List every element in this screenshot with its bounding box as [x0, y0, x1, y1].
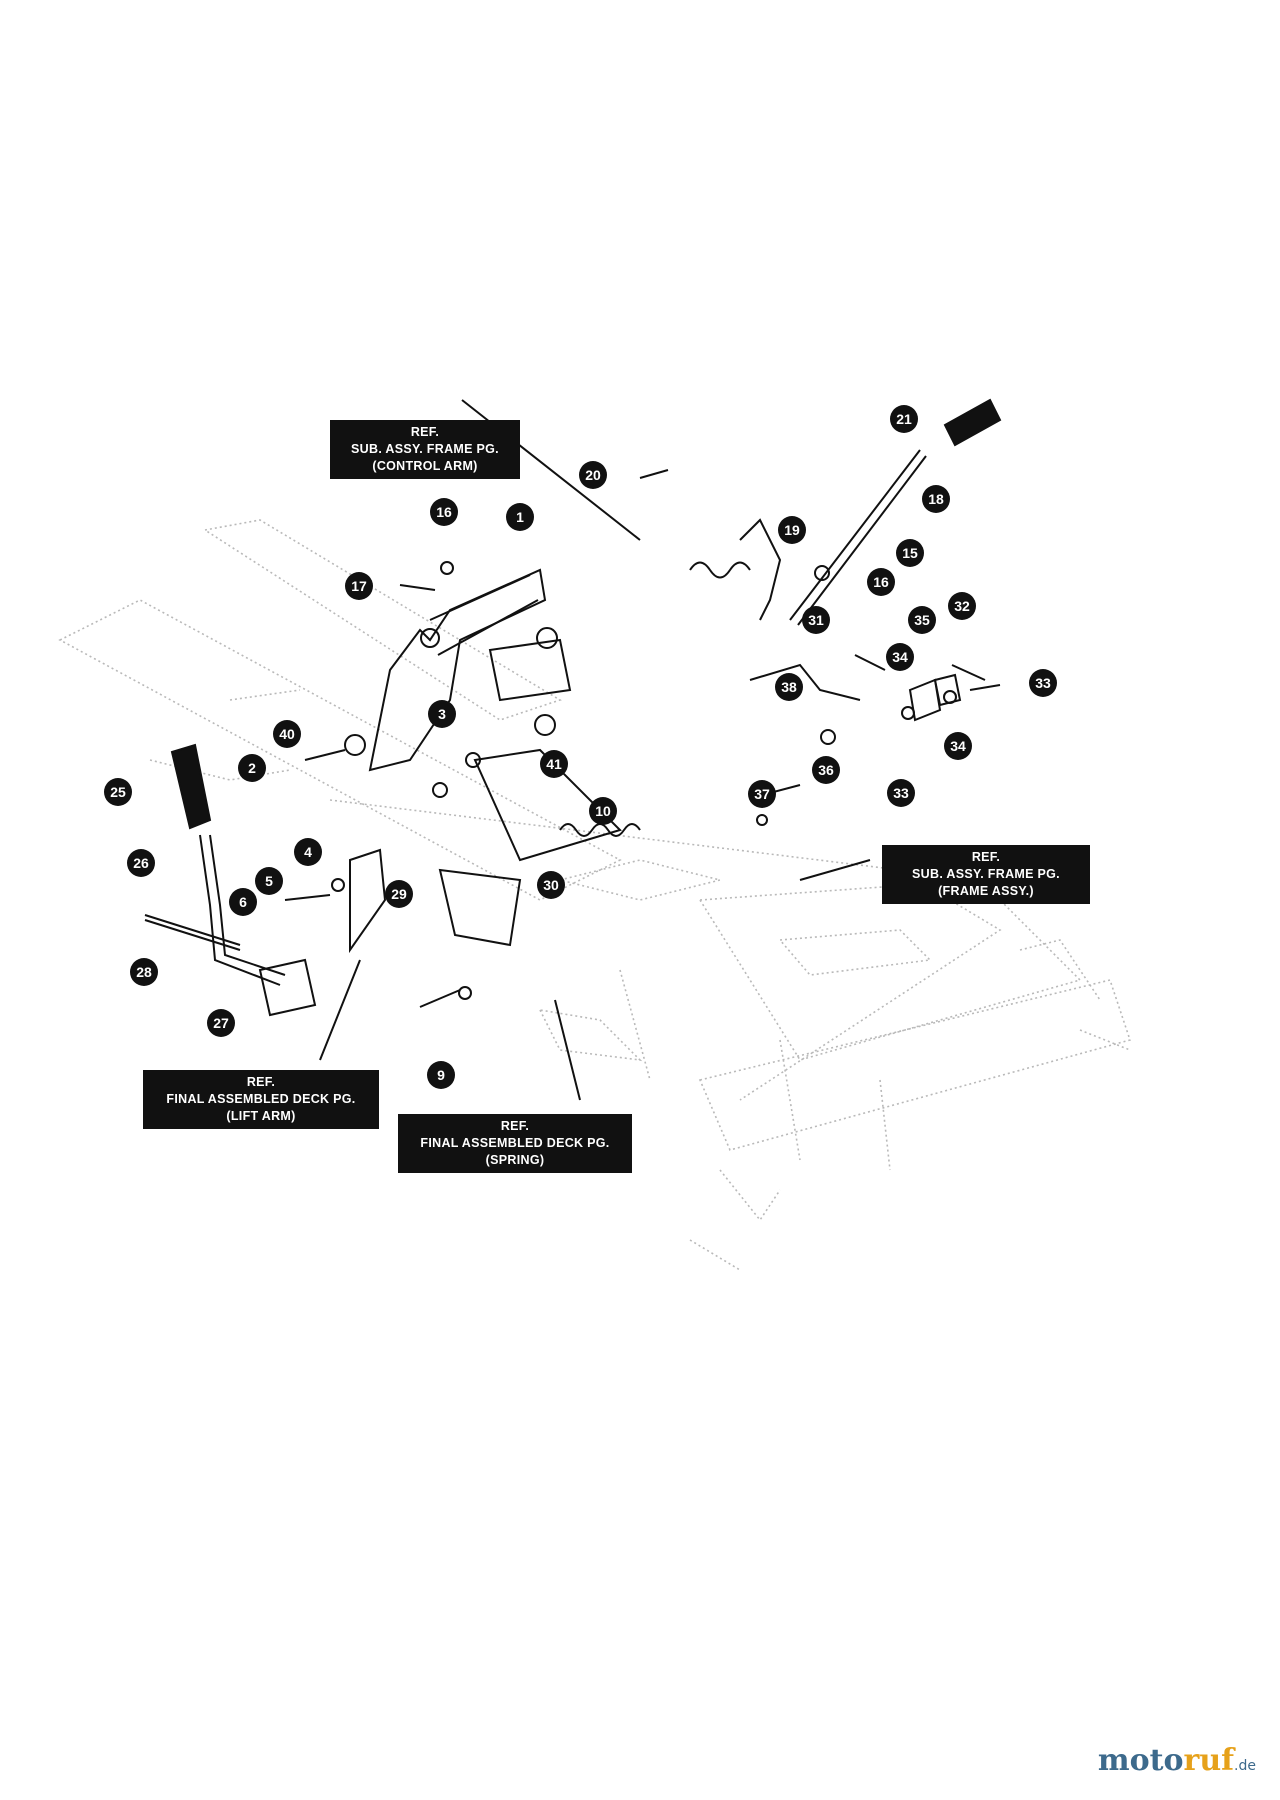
- callout-37: 37: [748, 780, 776, 808]
- callout-31: 31: [802, 606, 830, 634]
- motoruf-logo: motoruf.de: [1098, 1743, 1256, 1778]
- callout-9: 9: [427, 1061, 455, 1089]
- ref-frame-assy-line3: (FRAME ASSY.): [938, 884, 1034, 898]
- ref-lift-arm: REF. FINAL ASSEMBLED DECK PG. (LIFT ARM): [143, 1070, 379, 1129]
- callout-26: 26: [127, 849, 155, 877]
- callout-28: 28: [130, 958, 158, 986]
- callout-20: 20: [579, 461, 607, 489]
- ref-control-arm-line1: REF.: [410, 425, 440, 439]
- callout-16a: 16: [430, 498, 458, 526]
- ref-spring-line1: REF.: [500, 1119, 530, 1133]
- ref-frame-assy-line2: SUB. ASSY. FRAME PG.: [912, 867, 1060, 881]
- ref-lift-arm-line3: (LIFT ARM): [226, 1109, 296, 1123]
- callout-34b: 34: [944, 732, 972, 760]
- callout-25: 25: [104, 778, 132, 806]
- ref-control-arm-line3: (CONTROL ARM): [372, 459, 478, 473]
- callout-18: 18: [922, 485, 950, 513]
- callout-34a: 34: [886, 643, 914, 671]
- ref-control-arm: REF. SUB. ASSY. FRAME PG. (CONTROL ARM): [330, 420, 520, 479]
- callout-1: 1: [506, 503, 534, 531]
- ref-frame-assy-line1: REF.: [971, 850, 1001, 864]
- frame-outline: [58, 519, 1132, 1271]
- ref-lift-arm-line2: FINAL ASSEMBLED DECK PG.: [166, 1092, 356, 1106]
- callout-21: 21: [890, 405, 918, 433]
- brand-tld: .de: [1234, 1758, 1256, 1774]
- callout-33a: 33: [1029, 669, 1057, 697]
- ref-spring-line3: (SPRING): [485, 1153, 545, 1167]
- callout-19: 19: [778, 516, 806, 544]
- callout-16b: 16: [867, 568, 895, 596]
- ref-control-arm-line2: SUB. ASSY. FRAME PG.: [351, 442, 499, 456]
- callout-41: 41: [540, 750, 568, 778]
- callout-30: 30: [537, 871, 565, 899]
- callout-29: 29: [385, 880, 413, 908]
- callout-6: 6: [229, 888, 257, 916]
- callout-32: 32: [948, 592, 976, 620]
- callout-33b: 33: [887, 779, 915, 807]
- callout-38: 38: [775, 673, 803, 701]
- callout-15: 15: [896, 539, 924, 567]
- parts: [144, 398, 1002, 1101]
- callout-5: 5: [255, 867, 283, 895]
- callout-17: 17: [345, 572, 373, 600]
- callout-2: 2: [238, 754, 266, 782]
- callout-36: 36: [812, 756, 840, 784]
- callout-35: 35: [908, 606, 936, 634]
- callout-4: 4: [294, 838, 322, 866]
- ref-spring-line2: FINAL ASSEMBLED DECK PG.: [420, 1136, 610, 1150]
- ref-frame-assy: REF. SUB. ASSY. FRAME PG. (FRAME ASSY.): [882, 845, 1090, 904]
- brand-part-1: moto: [1097, 1743, 1184, 1778]
- callout-40: 40: [273, 720, 301, 748]
- callout-3: 3: [428, 700, 456, 728]
- callout-10: 10: [589, 797, 617, 825]
- ref-spring: REF. FINAL ASSEMBLED DECK PG. (SPRING): [398, 1114, 632, 1173]
- callout-27: 27: [207, 1009, 235, 1037]
- brand-part-2: ruf: [1183, 1743, 1235, 1778]
- ref-lift-arm-line1: REF.: [246, 1075, 276, 1089]
